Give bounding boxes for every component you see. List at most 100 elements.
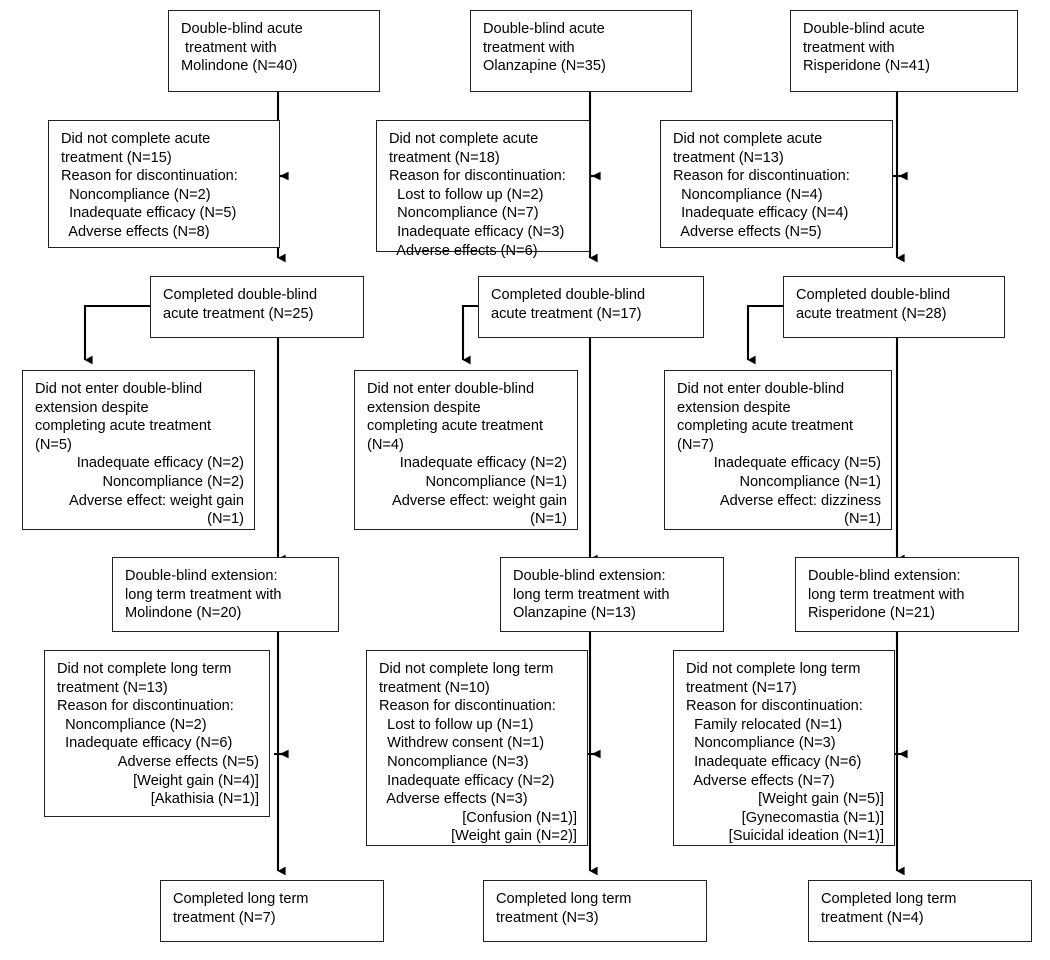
node-text-line: treatment (N=17) [686,679,797,696]
node-text-line: Completed long term [173,891,309,907]
node-text-line: Noncompliance (N=7) [389,205,539,222]
node-text-line: Did not complete acute [61,131,211,147]
node-text-line: long term treatment with [125,586,282,603]
node-text-line: Reason for discontinuation: [379,698,556,715]
extension-risperidone-box[interactable]: Double-blind extension: long term treatme… [795,557,1019,632]
node-text-line: Noncompliance (N=1) [739,473,881,490]
did-not-enter-extension-olanzapine-box[interactable]: Did not enter double-blind extension desp… [354,370,578,530]
node-text-line: treatment with [483,39,575,56]
node-text-line: treatment with [803,39,895,56]
edge-completed-to-dne-risperidone [746,304,783,365]
node-text-line: (N=1) [207,511,244,528]
node-text-line: Completed long term [496,891,632,907]
node-text-line: Risperidone (N=41) [803,58,930,75]
node-text-line: Did not enter double-blind [677,381,845,397]
node-text-line: (N=7) [677,436,714,453]
node-text-line: Double-blind acute [483,21,605,37]
node-text-line: Adverse effects (N=7) [686,772,835,789]
node-text-line: treatment (N=10) [379,679,490,696]
node-text-line: Double-blind acute [181,21,303,37]
node-text-line: Reason for discontinuation: [686,698,863,715]
node-text-line: Completed double-blind [163,287,318,303]
node-text-line: treatment (N=15) [61,149,172,166]
node-text-line: long term treatment with [513,586,670,603]
did-not-complete-acute-molindone-box[interactable]: Did not complete acute treatment (N=15) Re… [48,120,280,248]
node-text-line: [Weight gain (N=5)] [758,791,884,808]
node-text-line: (N=1) [530,511,567,528]
node-text-line: Olanzapine (N=35) [483,58,606,75]
node-text-line: Completed double-blind [796,287,951,303]
node-text-line: completing acute treatment [677,418,854,435]
completed-acute-risperidone-box[interactable]: Completed double-blind acute treatment (N… [783,276,1005,338]
node-text-line: Did not complete long term [379,661,554,677]
node-text-line: treatment (N=13) [57,679,168,696]
node-text-line: extension despite [677,399,791,416]
extension-molindone-box[interactable]: Double-blind extension: long term treatme… [112,557,339,632]
node-text-line: Molindone (N=20) [125,605,242,622]
node-text-line: [Confusion (N=1)] [462,809,577,826]
node-text-line: acute treatment (N=28) [796,305,947,322]
node-text-line: Double-blind extension: [808,568,961,584]
node-text-line: extension despite [35,399,149,416]
node-text-line: Adverse effect: weight gain [69,492,244,509]
node-text-line: Adverse effects (N=5) [673,223,822,240]
node-text-line: Inadequate efficacy (N=5) [713,455,881,472]
extension-olanzapine-box[interactable]: Double-blind extension:long term treatme… [500,557,724,632]
node-text-line: Reason for discontinuation: [61,168,238,185]
node-text-line: Withdrew consent (N=1) [379,735,545,752]
node-text-line: Adverse effect: dizziness [719,492,881,509]
did-not-complete-long-term-risperidone-box[interactable]: Did not complete long term treatment (N=1… [673,650,895,846]
node-text-line: Double-blind extension: [125,568,278,584]
node-text-line: [Gynecomastia (N=1)] [741,809,884,826]
node-text-line: Noncompliance (N=3) [379,753,529,770]
node-text-line: Adverse effects (N=5) [117,753,259,770]
node-text-line: treatment with [181,39,277,56]
node-text-line: Lost to follow up (N=1) [379,716,534,733]
completed-long-term-risperidone-box[interactable]: Completed long term treatment (N=4) [808,880,1032,942]
node-text-line: Inadequate efficacy (N=5) [61,205,237,222]
node-text-line: Inadequate efficacy (N=3) [389,223,565,240]
node-text-line: long term treatment with [808,586,965,603]
did-not-complete-long-term-olanzapine-box[interactable]: Did not complete long term treatment (N=1… [366,650,588,846]
node-text-line: Did not complete long term [686,661,861,677]
node-text-line: Reason for discontinuation: [673,168,850,185]
node-text-line: Noncompliance (N=4) [673,186,823,203]
node-text-line: acute treatment (N=25) [163,305,314,322]
node-text-line: Completed long term [821,891,957,907]
node-text-line: Olanzapine (N=13) [513,605,636,622]
node-text-line: [Akathisia (N=1)] [150,791,259,808]
node-text-line: Noncompliance (N=3) [686,735,836,752]
node-text-line: Inadequate efficacy (N=6) [686,753,862,770]
node-text-line: acute treatment (N=17) [491,305,642,322]
node-text-line: [Weight gain (N=4)] [133,772,259,789]
node-text-line: Did not complete acute [389,131,539,147]
completed-acute-molindone-box[interactable]: Completed double-blind acute treatment (N… [150,276,364,338]
node-text-line: Noncompliance (N=2) [102,473,244,490]
did-not-enter-extension-risperidone-box[interactable]: Did not enter double-blind extension desp… [664,370,892,530]
node-text-line: Family relocated (N=1) [686,716,843,733]
node-text-line: (N=1) [844,511,881,528]
node-text-line: Did not enter double-blind [367,381,535,397]
node-text-line: Noncompliance (N=2) [61,186,211,203]
node-text-line: [Suicidal ideation (N=1)] [728,828,884,845]
node-text-line: Reason for discontinuation: [57,698,234,715]
node-text-line: Inadequate efficacy (N=6) [57,735,233,752]
node-text-line: Did not complete acute [673,131,823,147]
node-text-line: treatment (N=4) [821,909,924,926]
node-text-line: extension despite [367,399,481,416]
node-text-line: Inadequate efficacy (N=2) [76,455,244,472]
node-text-line: Inadequate efficacy (N=4) [673,205,849,222]
node-text-line: Inadequate efficacy (N=2) [379,772,555,789]
node-text-line: Molindone (N=40) [181,58,298,75]
